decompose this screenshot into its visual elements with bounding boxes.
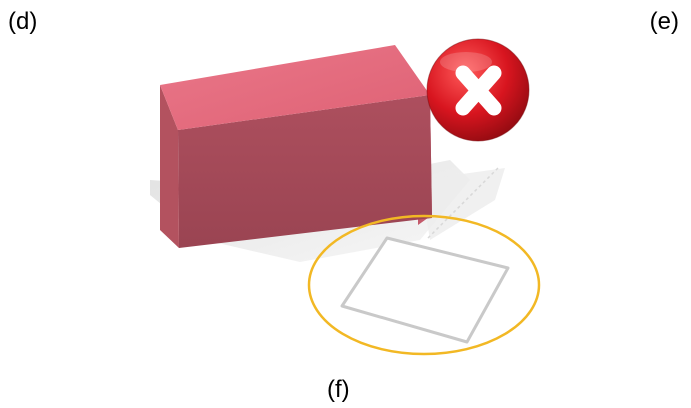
x-mark-icon xyxy=(455,65,502,116)
box-top-face xyxy=(160,45,430,130)
reject-badge xyxy=(426,38,530,142)
outline-square xyxy=(340,236,510,344)
box-front-face xyxy=(178,95,432,248)
panel-label-f: (f) xyxy=(327,376,350,403)
panel-label-d: (d) xyxy=(8,8,38,35)
highlight-ellipse xyxy=(307,214,541,356)
pink-box xyxy=(160,45,432,248)
panel-label-e: (e) xyxy=(649,8,679,35)
box-left-face xyxy=(160,85,179,248)
guide-line xyxy=(427,167,499,239)
